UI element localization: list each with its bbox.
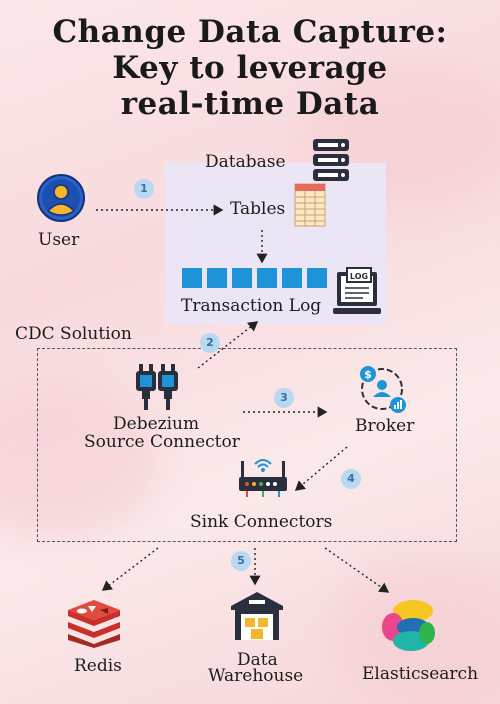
log-entry [207, 268, 227, 288]
table-icon [294, 183, 326, 227]
cdc-solution-box [37, 348, 457, 542]
transaction-log-label: Transaction Log [181, 296, 322, 316]
log-icon-text: LOG [350, 272, 368, 281]
dollar-icon: $ [364, 368, 372, 381]
sink-connectors-label: Sink Connectors [190, 512, 333, 532]
user-icon [37, 174, 85, 222]
log-entry [307, 268, 327, 288]
title-line: Change Data Capture: [52, 14, 448, 50]
redis-icon [68, 600, 120, 648]
warehouse-icon [231, 592, 283, 640]
arrow-to-redis [101, 547, 159, 591]
warehouse-label-line1: Data [237, 650, 278, 670]
tables-label: Tables [230, 199, 286, 219]
router-icon [239, 459, 287, 497]
database-label: Database [205, 152, 286, 172]
background-blob [0, 380, 160, 540]
elasticsearch-label: Elasticsearch [362, 664, 479, 684]
user-label: User [38, 230, 80, 250]
database-icon [313, 139, 349, 181]
broker-icon: $ [360, 366, 406, 413]
title-line: real-time Data [120, 86, 380, 122]
debezium-label: Debezium [113, 414, 200, 434]
warehouse-label-line2: Warehouse [208, 666, 304, 686]
elasticsearch-icon [382, 600, 435, 651]
step-badge-2: 2 [200, 333, 220, 353]
cable-connector-icon [136, 364, 178, 410]
step-badge-3: 3 [274, 388, 294, 408]
cdc-solution-label: CDC Solution [15, 324, 132, 344]
step-badge-1: 1 [134, 179, 154, 199]
page-title: Change Data Capture: Key to leverage rea… [0, 14, 500, 122]
step-badge-4: 4 [341, 469, 361, 489]
log-entry [282, 268, 302, 288]
title-line: Key to leverage [112, 50, 388, 86]
log-entry [232, 268, 252, 288]
step-badge-5: 5 [231, 551, 251, 571]
log-entry [257, 268, 277, 288]
redis-label: Redis [74, 656, 122, 676]
arrow-broker-to-sink [294, 446, 348, 491]
log-entry [182, 268, 202, 288]
arrow-to-elasticsearch [324, 547, 390, 593]
broker-label: Broker [355, 416, 415, 436]
source-connector-label: Source Connector [84, 432, 240, 452]
log-monitor-icon: LOG [333, 267, 381, 314]
